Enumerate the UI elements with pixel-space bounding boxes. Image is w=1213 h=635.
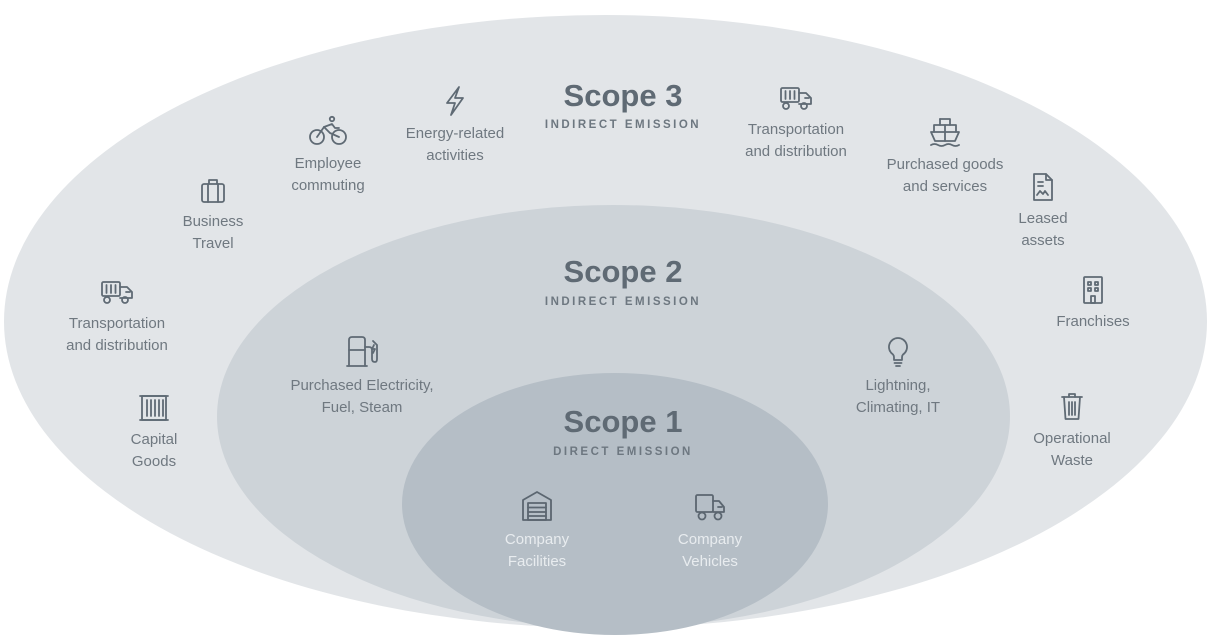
scope3-item-employee-commuting: Employee commuting xyxy=(228,115,428,197)
ship-icon xyxy=(930,118,960,147)
building-icon xyxy=(1083,276,1103,304)
item-label: Company Facilities xyxy=(504,531,570,570)
scope3-title: Scope 3 xyxy=(563,78,683,113)
delivery-truck-icon xyxy=(695,494,725,521)
scope3-item-transportation-left: Transportation and distribution xyxy=(17,279,217,357)
scope1-ellipse xyxy=(402,373,828,635)
item-label: Employee commuting xyxy=(291,155,365,194)
scope3-item-operational-waste: Operational Waste xyxy=(972,390,1172,472)
scope2-title: Scope 2 xyxy=(563,254,683,289)
item-label: Company Vehicles xyxy=(677,531,743,570)
item-label: Purchased Electricity, Fuel, Steam xyxy=(290,377,434,416)
scope1-item-company-vehicles: Company Vehicles xyxy=(610,489,810,573)
scope3-subtitle: INDIRECT EMISSION xyxy=(544,119,702,131)
truck-icon xyxy=(780,87,812,110)
item-label: Energy-related activities xyxy=(405,125,505,164)
lightbulb-icon xyxy=(888,337,908,367)
briefcase-icon xyxy=(201,179,225,203)
item-label: Leased assets xyxy=(1018,210,1068,249)
scope2-subtitle: INDIRECT EMISSION xyxy=(544,296,702,308)
container-icon xyxy=(139,395,169,421)
garage-icon xyxy=(522,491,552,521)
scope1-subtitle: DIRECT EMISSION xyxy=(553,446,693,458)
item-label: Purchased goods and services xyxy=(886,156,1004,195)
item-label: Franchises xyxy=(1056,313,1130,330)
item-label: Transportation and distribution xyxy=(66,315,168,354)
fuel-pump-icon xyxy=(346,336,378,367)
scope3-item-franchises: Franchises xyxy=(993,275,1193,333)
scope3-item-purchased-goods: Purchased goods and services xyxy=(845,116,1045,198)
lightning-icon xyxy=(446,86,464,116)
item-label: Operational Waste xyxy=(1033,430,1111,469)
item-label: Capital Goods xyxy=(130,431,178,470)
scope2-item-lightning: Lightning, Climating, IT xyxy=(798,335,998,419)
item-label: Lightning, Climating, IT xyxy=(855,377,941,416)
scope1-item-company-facilities: Company Facilities xyxy=(437,489,637,573)
scope3-item-leased-assets: Leased assets xyxy=(943,172,1143,252)
scope2-item-purchased-electricity: Purchased Electricity, Fuel, Steam xyxy=(262,335,462,419)
item-label: Business Travel xyxy=(182,213,244,252)
scope1-title: Scope 1 xyxy=(563,404,683,439)
scope3-item-transportation-right: Transportation and distribution xyxy=(696,85,896,163)
trash-icon xyxy=(1061,393,1083,420)
item-label: Transportation and distribution xyxy=(745,121,847,160)
scope3-item-capital-goods: Capital Goods xyxy=(54,393,254,473)
scope3-item-business-travel: Business Travel xyxy=(113,177,313,255)
document-icon xyxy=(1033,173,1053,201)
bicycle-icon xyxy=(309,115,347,145)
scope3-item-energy-related: Energy-related activities xyxy=(355,85,555,167)
truck-icon xyxy=(101,281,133,304)
